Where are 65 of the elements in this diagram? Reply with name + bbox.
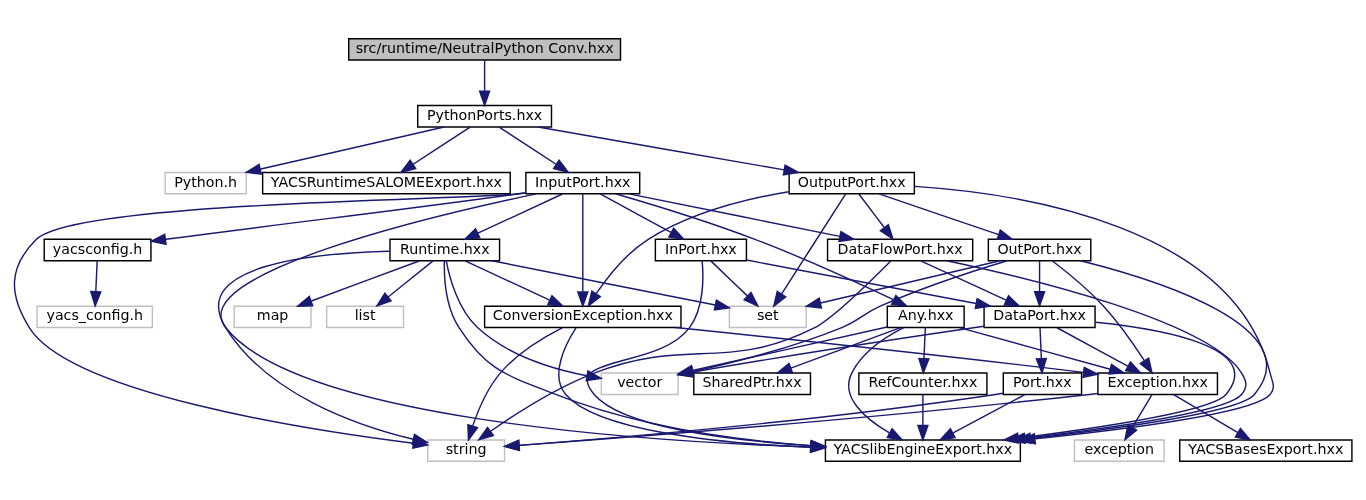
arrow	[920, 260, 1022, 308]
arrow	[958, 326, 1126, 375]
node-box: list	[325, 305, 405, 329]
node-box: vector	[600, 372, 679, 396]
node-box: YACSBasesExport.hxx	[1179, 439, 1353, 462]
arrow	[1172, 393, 1252, 442]
arrow	[467, 327, 563, 442]
node-box: Exception.hxx	[1097, 372, 1219, 396]
node-box: yacs_config.h	[36, 305, 154, 329]
node-box: RefCounter.hxx	[858, 372, 988, 396]
arrow	[858, 193, 895, 241]
node-box: map	[233, 305, 312, 329]
node-box: src/runtime/NeutralPython Conv.hxx	[348, 38, 622, 61]
arrow	[477, 260, 892, 441]
arrow	[491, 260, 732, 311]
node-box: InPort.hxx	[654, 238, 748, 262]
node-box: YACSlibEngineExport.hxx	[824, 439, 1022, 462]
node-box: Runtime.hxx	[389, 238, 501, 262]
arrow	[745, 259, 993, 310]
arrow	[537, 126, 801, 176]
arrow	[1123, 393, 1153, 442]
node-box: Any.hxx	[886, 305, 965, 329]
arrow	[599, 193, 686, 241]
node-box: exception	[1073, 439, 1165, 462]
node-box: YACSRuntimeSALOMEExport.hxx	[261, 171, 511, 195]
node-box: PythonPorts.hxx	[417, 104, 553, 128]
arrow	[1035, 327, 1048, 375]
node-box: set	[728, 305, 807, 329]
arrow	[375, 260, 434, 308]
arrow	[462, 193, 564, 241]
arrow	[295, 260, 421, 307]
arrow	[775, 326, 902, 374]
arrow	[576, 193, 589, 309]
arrow	[615, 193, 909, 307]
arrow	[218, 250, 430, 445]
arrow	[478, 59, 491, 108]
node-box: OutputPort.hxx	[788, 171, 916, 195]
arrow	[916, 393, 929, 442]
node-box: Python.h	[164, 171, 247, 195]
arrow	[1051, 260, 1154, 375]
node-box: DataFlowPort.hxx	[826, 238, 974, 262]
arrow	[938, 393, 1026, 441]
node-box: OutPort.hxx	[987, 238, 1092, 262]
node-box: ConversionException.hxx	[483, 305, 682, 329]
arrow	[244, 126, 445, 175]
arrow	[847, 327, 905, 441]
arrow	[1033, 260, 1046, 309]
arrow	[464, 260, 565, 308]
arrow	[878, 193, 1015, 241]
node-box: DataPort.hxx	[983, 305, 1096, 329]
node-box: SharedPtr.hxx	[693, 372, 812, 396]
arrow	[587, 190, 790, 308]
arrow	[628, 193, 857, 243]
arrow	[1056, 327, 1143, 375]
node-box: string	[427, 439, 506, 462]
arrow	[804, 260, 1001, 309]
arrow	[710, 260, 760, 308]
arrow	[399, 126, 471, 174]
arrow	[89, 260, 102, 309]
arrow	[918, 327, 930, 375]
arrow	[772, 193, 847, 308]
node-box: yacsconfig.h	[43, 238, 152, 262]
arrow	[498, 126, 571, 174]
node-box: InputPort.hxx	[525, 171, 641, 195]
node-box: Port.hxx	[1002, 372, 1083, 396]
